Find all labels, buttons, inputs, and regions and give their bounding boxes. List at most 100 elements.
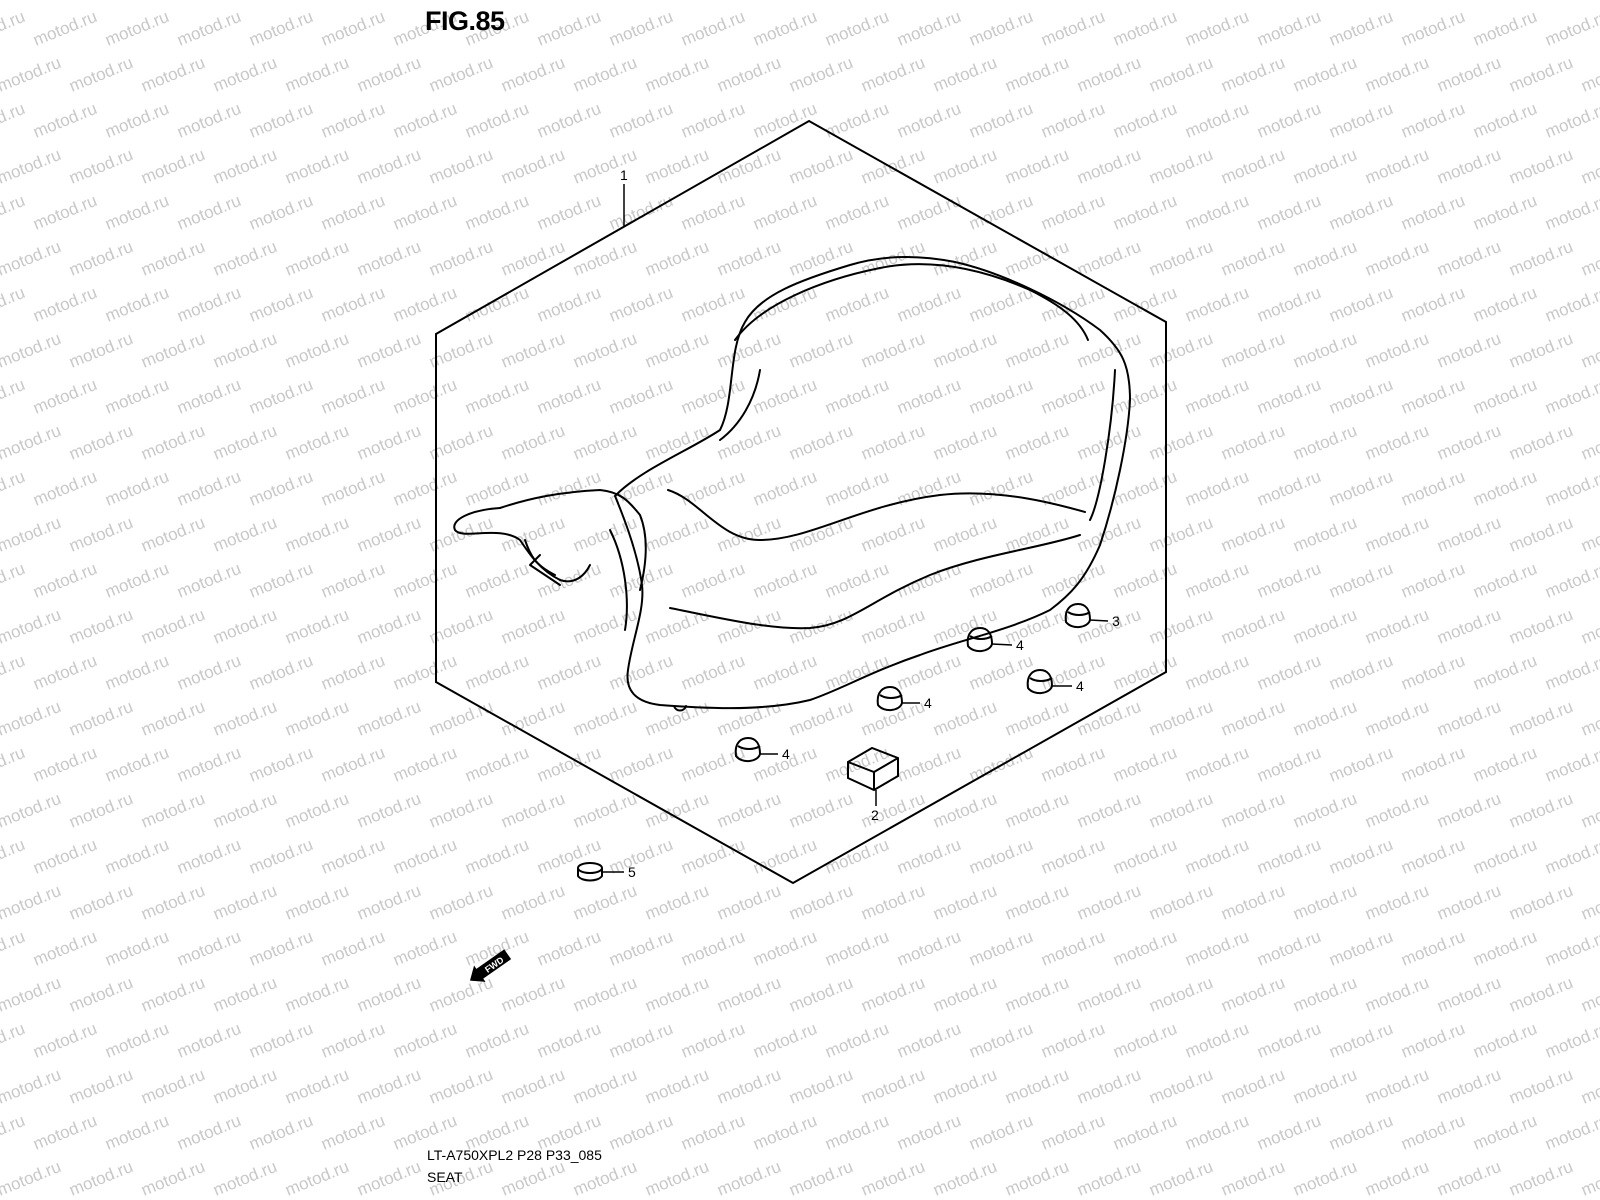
watermark-text: motod.ru	[1254, 927, 1323, 970]
watermark-text: motod.ru	[1290, 421, 1359, 464]
watermark-text: motod.ru	[1398, 99, 1467, 142]
watermark-text: motod.ru	[894, 283, 963, 326]
watermark-text: motod.ru	[0, 329, 64, 372]
watermark-text: motod.ru	[1506, 973, 1575, 1016]
watermark-text: motod.ru	[930, 145, 999, 188]
watermark-text: motod.ru	[102, 835, 171, 878]
watermark-text: motod.ru	[426, 237, 495, 280]
watermark-text: motod.ru	[1218, 237, 1287, 280]
watermark-text: motod.ru	[1506, 0, 1575, 4]
watermark-text: motod.ru	[66, 789, 135, 832]
watermark-text: motod.ru	[714, 1157, 783, 1200]
watermark-text: motod.ru	[138, 53, 207, 96]
watermark-text: motod.ru	[966, 7, 1035, 50]
watermark-text: motod.ru	[678, 835, 747, 878]
watermark-text: motod.ru	[246, 1111, 315, 1154]
watermark-text: motod.ru	[1398, 467, 1467, 510]
callout-label-block: 2	[871, 807, 879, 823]
cushion-part-4b[interactable]	[1026, 668, 1072, 694]
watermark-text: motod.ru	[1218, 605, 1287, 648]
watermark-text: motod.ru	[318, 375, 387, 418]
block-part[interactable]	[847, 746, 899, 806]
watermark-text: motod.ru	[138, 881, 207, 924]
watermark-text: motod.ru	[1578, 881, 1600, 924]
cushion-part-4c[interactable]	[876, 685, 920, 711]
watermark-text: motod.ru	[1146, 973, 1215, 1016]
watermark-text: motod.ru	[1578, 1157, 1600, 1200]
watermark-text: motod.ru	[1506, 605, 1575, 648]
watermark-text: motod.ru	[390, 743, 459, 786]
grommet-part-5[interactable]	[577, 862, 624, 882]
watermark-text: motod.ru	[30, 7, 99, 50]
watermark-text: motod.ru	[1110, 743, 1179, 786]
watermark-text: motod.ru	[1398, 927, 1467, 970]
watermark-text: motod.ru	[1434, 513, 1503, 556]
watermark-text: motod.ru	[390, 191, 459, 234]
watermark-text: motod.ru	[1398, 283, 1467, 326]
cushion-part-3[interactable]	[1064, 602, 1109, 628]
watermark-text: motod.ru	[894, 1111, 963, 1154]
watermark-text: motod.ru	[246, 559, 315, 602]
watermark-text: motod.ru	[822, 467, 891, 510]
watermark-text: motod.ru	[1362, 237, 1431, 280]
watermark-text: motod.ru	[606, 375, 675, 418]
watermark-text: motod.ru	[930, 421, 999, 464]
watermark-text: motod.ru	[1110, 651, 1179, 694]
seat-illustration[interactable]	[453, 256, 1131, 712]
watermark-text: motod.ru	[138, 513, 207, 556]
watermark-text: motod.ru	[462, 467, 531, 510]
watermark-text: motod.ru	[1578, 0, 1600, 4]
watermark-text: motod.ru	[1362, 421, 1431, 464]
watermark-text: motod.ru	[390, 927, 459, 970]
watermark-text: motod.ru	[462, 743, 531, 786]
watermark-text: motod.ru	[1182, 835, 1251, 878]
watermark-text: motod.ru	[858, 1157, 927, 1200]
watermark-text: motod.ru	[1362, 605, 1431, 648]
watermark-text: motod.ru	[606, 191, 675, 234]
watermark-text: motod.ru	[1362, 697, 1431, 740]
watermark-text: motod.ru	[930, 881, 999, 924]
watermark-text: motod.ru	[1182, 467, 1251, 510]
watermark-text: motod.ru	[1254, 835, 1323, 878]
watermark-text: motod.ru	[606, 927, 675, 970]
watermark-text: motod.ru	[714, 421, 783, 464]
watermark-text: motod.ru	[1470, 1019, 1539, 1062]
watermark-text: motod.ru	[246, 7, 315, 50]
watermark-text: motod.ru	[1182, 191, 1251, 234]
watermark-text: motod.ru	[750, 651, 819, 694]
watermark-text: motod.ru	[1218, 1065, 1287, 1108]
watermark-text: motod.ru	[1002, 0, 1071, 4]
watermark-text: motod.ru	[606, 1111, 675, 1154]
watermark-text: motod.ru	[930, 0, 999, 4]
watermark-text: motod.ru	[498, 973, 567, 1016]
watermark-text: motod.ru	[966, 835, 1035, 878]
watermark-text: motod.ru	[1254, 7, 1323, 50]
watermark-text: motod.ru	[426, 973, 495, 1016]
watermark-text: motod.ru	[1362, 513, 1431, 556]
watermark-text: motod.ru	[318, 191, 387, 234]
watermark-text: motod.ru	[966, 99, 1035, 142]
watermark-text: motod.ru	[462, 835, 531, 878]
watermark-text: motod.ru	[1146, 1157, 1215, 1200]
watermark-text: motod.ru	[0, 651, 28, 694]
watermark-text: motod.ru	[1542, 283, 1600, 326]
watermark-text: motod.ru	[714, 0, 783, 4]
watermark-text: motod.ru	[30, 835, 99, 878]
watermark-text: motod.ru	[714, 1065, 783, 1108]
watermark-text: motod.ru	[1434, 1065, 1503, 1108]
watermark-text: motod.ru	[246, 191, 315, 234]
watermark-text: motod.ru	[678, 99, 747, 142]
watermark-text: motod.ru	[642, 605, 711, 648]
watermark-text: motod.ru	[30, 927, 99, 970]
watermark-text: motod.ru	[1074, 513, 1143, 556]
watermark-text: motod.ru	[642, 881, 711, 924]
cushion-part-4d[interactable]	[734, 736, 778, 762]
watermark-text: motod.ru	[1434, 973, 1503, 1016]
watermark-text: motod.ru	[1506, 789, 1575, 832]
watermark-text: motod.ru	[30, 375, 99, 418]
cushion-part-4a[interactable]	[966, 626, 1013, 652]
watermark-text: motod.ru	[1290, 973, 1359, 1016]
watermark-text: motod.ru	[1254, 375, 1323, 418]
watermark-text: motod.ru	[1362, 0, 1431, 4]
watermark-text: motod.ru	[210, 973, 279, 1016]
